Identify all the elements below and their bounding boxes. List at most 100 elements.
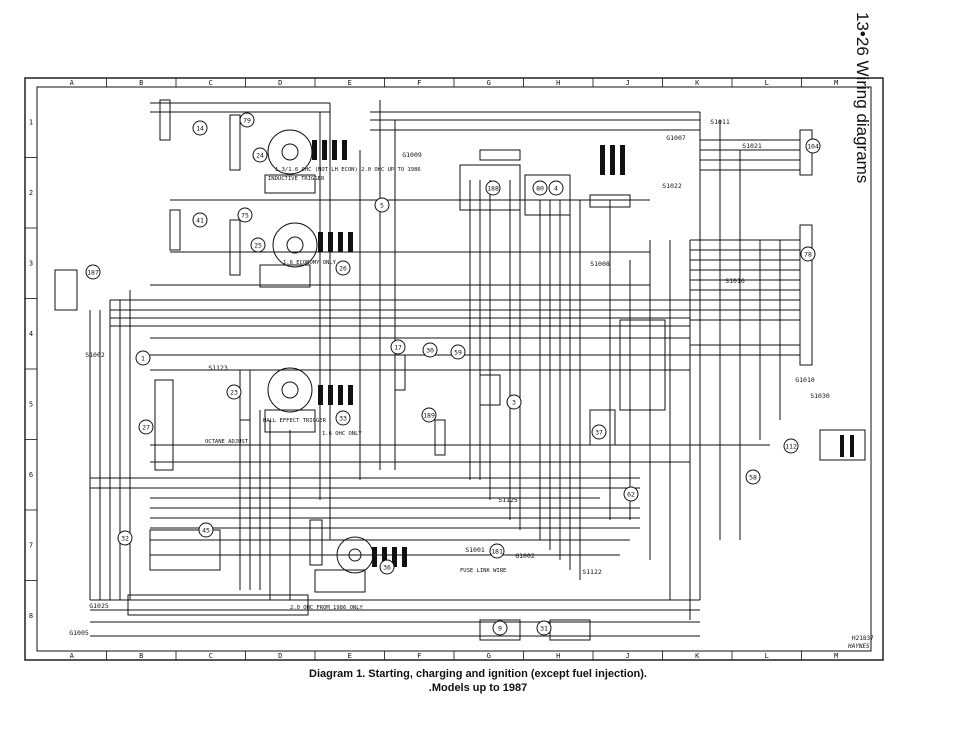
- splice-s1008: S1008: [590, 260, 610, 268]
- component-14: 14: [192, 120, 208, 136]
- component-number: 1: [141, 355, 145, 363]
- grid-col-bottom-g: G: [487, 652, 491, 660]
- component-number: 14: [196, 125, 204, 133]
- ht-leads: [312, 140, 854, 567]
- component-181: 181: [489, 543, 505, 559]
- earth-g1002: G1002: [515, 552, 535, 560]
- diagram-caption-line2: .Models up to 1987: [428, 682, 528, 694]
- earth-g1007: G1007: [666, 134, 686, 142]
- grid-col-g: G: [487, 79, 491, 87]
- component-number: 24: [256, 152, 264, 160]
- component-112: 112: [783, 438, 799, 454]
- grid-row-3: 3: [29, 259, 33, 267]
- component-number: 104: [807, 143, 819, 151]
- component-number: 23: [230, 389, 238, 397]
- grid-col-j: J: [626, 79, 630, 87]
- note-3: 1.6 OHC ONLY: [322, 431, 362, 437]
- grid-col-bottom-m: M: [834, 652, 838, 660]
- grid-col-k: K: [695, 79, 700, 87]
- component-number: 37: [595, 429, 603, 437]
- component-number: 79: [243, 117, 251, 125]
- note-8: HALL EFFECT TRIGGER: [263, 418, 327, 424]
- grid-row-8: 8: [29, 612, 33, 620]
- component-number: 3: [512, 399, 516, 407]
- component-number: 75: [241, 212, 249, 220]
- component-number: 5: [380, 202, 384, 210]
- component-23: 23: [226, 384, 242, 400]
- component-80: 80: [532, 180, 548, 196]
- grid-row-4: 4: [29, 330, 33, 338]
- component-187: 187: [85, 264, 101, 280]
- component-3: 3: [506, 394, 522, 410]
- component-number: 189: [423, 412, 435, 420]
- splice-s1030: S1030: [810, 392, 830, 400]
- grid-col-d: D: [278, 79, 282, 87]
- component-32: 32: [117, 530, 133, 546]
- earth-g1005: G1005: [69, 629, 89, 637]
- component-number: 32: [121, 535, 129, 543]
- component-189: 189: [421, 407, 437, 423]
- grid-col-bottom-e: E: [348, 652, 352, 660]
- component-45: 45: [198, 522, 214, 538]
- component-30: 30: [422, 342, 438, 358]
- grid-col-bottom-j: J: [626, 652, 630, 660]
- component-number: 36: [383, 564, 391, 572]
- component-78: 78: [800, 246, 816, 262]
- component-104: 104: [805, 138, 821, 154]
- component-number: 188: [487, 185, 499, 193]
- component-number: 62: [627, 491, 635, 499]
- grid-col-a: A: [70, 79, 75, 87]
- note-7: INDUCTIVE TRIGGER: [268, 176, 325, 182]
- component-59: 59: [450, 344, 466, 360]
- component-number: 187: [87, 269, 99, 277]
- component-number: 26: [339, 265, 347, 273]
- grid-column-ticks: [106, 78, 802, 660]
- component-number: 58: [749, 474, 757, 482]
- diagram-frame: [24, 77, 884, 661]
- earth-g1025: G1025: [89, 602, 109, 610]
- grid-row-1: 1: [29, 118, 33, 126]
- component-79: 79: [239, 112, 255, 128]
- note-labels: 1.3/1.6 OHC (NOT LH ECON) 2.0 OHC UP TO …: [205, 167, 506, 611]
- component-75: 75: [237, 207, 253, 223]
- earth-g1009: G1009: [402, 151, 422, 159]
- component-9: 9: [492, 620, 508, 636]
- component-number: 27: [142, 424, 150, 432]
- grid-col-b: B: [139, 79, 143, 87]
- component-24: 24: [252, 147, 268, 163]
- grid-col-bottom-a: A: [70, 652, 75, 660]
- publisher-mark: HAYNES: [847, 643, 870, 650]
- grid-col-m: M: [834, 79, 838, 87]
- splice-s1002: S1002: [85, 351, 105, 359]
- grid-col-h: H: [556, 79, 560, 87]
- component-number: 31: [540, 625, 548, 633]
- grid-col-bottom-b: B: [139, 652, 143, 660]
- grid-col-bottom-h: H: [556, 652, 560, 660]
- component-number: 30: [426, 347, 434, 355]
- component-number: 17: [394, 344, 402, 352]
- grid-col-bottom-f: F: [417, 652, 421, 660]
- splice-s1123: S1123: [208, 364, 228, 372]
- component-26: 26: [335, 260, 351, 276]
- component-62: 62: [623, 486, 639, 502]
- component-17: 17: [390, 339, 406, 355]
- component-33: 33: [335, 410, 351, 426]
- grid-col-bottom-d: D: [278, 652, 282, 660]
- section-title: 13•26 Wiring diagrams: [853, 12, 872, 184]
- note-5: OCTANE ADJUST: [205, 439, 249, 445]
- component-41: 41: [192, 212, 208, 228]
- component-number: 9: [498, 625, 502, 633]
- inner-frame: [36, 86, 872, 652]
- component-number: 25: [254, 242, 262, 250]
- component-5: 5: [374, 197, 390, 213]
- component-number: 59: [454, 349, 462, 357]
- diagram-caption-line1: Diagram 1. Starting, charging and igniti…: [309, 668, 647, 680]
- drawing-ref: H21837: [852, 635, 874, 642]
- note-2: 1.6 ECONOMY ONLY: [283, 260, 337, 266]
